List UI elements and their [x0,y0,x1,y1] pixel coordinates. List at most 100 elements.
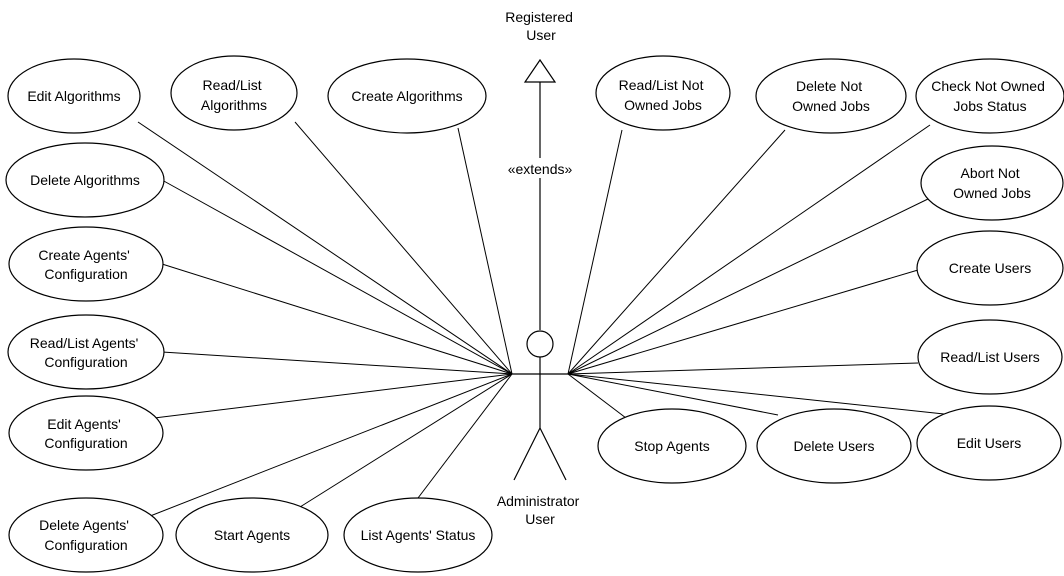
use-case-edit-algorithms: Edit Algorithms [7,58,141,134]
svg-text:Delete Agents' Configura: Delete Agents' Configuration [39,517,133,553]
svg-text:Read/List Algorithms: Read/List Algorithms [201,77,267,113]
administrator-user-line-1: Administrator [497,493,580,509]
association-read-list-not-owned-jobs [567,129,623,375]
use-case-label: Algorithms [201,97,267,113]
use-case-read-list-not-owned-jobs: Read/List Not Owned Jobs [595,55,731,131]
use-case-label: Read/List Not [619,77,704,93]
use-case-create-algorithms: Create Algorithms [327,58,487,134]
use-case-label: Create Algorithms [351,88,462,104]
actor-administrator-user [512,330,568,481]
use-case-read-list-users: Read/List Users [917,319,1063,395]
association-lines [137,121,945,521]
actor-registered-user-label: Registered User [505,9,577,43]
use-case-label: Configuration [44,266,127,282]
association-delete-not-owned-jobs [567,129,786,375]
association-create-algorithms [457,127,513,375]
generalization-arrow [523,58,557,330]
association-read-list-agents-configuration [161,351,513,375]
use-case-label: Delete Users [794,438,875,454]
use-case-delete-not-owned-jobs: Delete Not Owned Jobs [755,58,907,134]
use-case-label: Owned Jobs [792,98,870,114]
svg-text:List Agents' Status: List Agents' Status [361,527,476,543]
use-case-label: Abort Not [960,165,1019,181]
use-case-delete-agents-configuration: Delete Agents' Configuration [8,497,164,573]
use-case-label: Owned Jobs [624,97,702,113]
registered-user-line-2: User [526,27,556,43]
use-case-label: Edit Agents' [47,416,121,432]
use-case-read-list-algorithms: Read/List Algorithms [170,55,298,131]
svg-text:Create Users: Create Users [949,260,1031,276]
association-start-agents [299,373,513,508]
extends-label: «extends» [508,161,573,177]
use-case-create-agents-configuration: Create Agents' Configuration [8,226,164,302]
generalization-triangle-icon [523,58,557,83]
association-stop-agents [567,373,627,419]
use-case-label: Create Agents' [38,247,129,263]
use-case-label: Read/List Users [940,349,1040,365]
association-edit-agents-configuration [137,373,513,421]
actor-left-leg [513,427,541,481]
association-create-users [567,269,919,375]
use-case-edit-users: Edit Users [916,405,1062,481]
svg-text:Edit Users: Edit Users [957,435,1022,451]
svg-text:Create Algorithms: Create Algorithms [351,88,462,104]
use-case-abort-not-owned-jobs: Abort Not Owned Jobs [920,145,1064,221]
svg-text:Stop Agents: Stop Agents [634,438,710,454]
association-read-list-users [567,362,919,375]
registered-user-line-1: Registered [505,9,573,25]
svg-text:Read/List Users: Read/List Users [940,349,1040,365]
use-case-delete-algorithms: Delete Algorithms [5,142,165,218]
use-case-label: Jobs Status [953,98,1026,114]
svg-text:Read/List Agents' Config: Read/List Agents' Configuration [30,335,142,370]
svg-text:Delete Users: Delete Users [794,438,875,454]
use-case-label: Configuration [44,354,127,370]
svg-text:Check Not Owned Jobs Sta: Check Not Owned Jobs Status [931,78,1049,114]
use-case-label: Configuration [44,537,127,553]
use-case-label: Edit Algorithms [27,88,120,104]
svg-text:Read/List Not Owned Jobs: Read/List Not Owned Jobs [619,77,708,113]
svg-text:Delete Not Owned Jobs: Delete Not Owned Jobs [792,78,870,114]
use-case-list-agents-status: List Agents' Status [343,497,493,573]
actor-administrator-user-label: Administrator User [497,493,583,527]
association-create-agents-configuration [161,263,513,375]
use-case-label: Read/List Agents' [30,335,139,351]
association-abort-not-owned-jobs [567,197,931,375]
association-delete-users [567,373,779,416]
svg-text:Delete Algorithms: Delete Algorithms [30,172,140,188]
association-check-not-owned-jobs-status [567,124,931,375]
use-case-stop-agents: Stop Agents [597,408,747,484]
svg-text:Start Agents: Start Agents [214,527,290,543]
actor-head-icon [526,330,554,358]
use-case-label: Configuration [44,435,127,451]
use-case-start-agents: Start Agents [175,497,329,573]
use-case-label: Read/List [202,77,261,93]
use-case-label: Stop Agents [634,438,710,454]
association-list-agents-status [417,373,513,499]
svg-text:Edit Algorithms: Edit Algorithms [27,88,120,104]
use-case-delete-users: Delete Users [756,408,912,484]
use-case-label: List Agents' Status [361,527,476,543]
association-delete-agents-configuration [139,373,513,521]
svg-text:Edit Agents' Configurati: Edit Agents' Configuration [44,416,127,451]
use-case-read-list-agents-configuration: Read/List Agents' Configuration [7,314,165,390]
association-edit-algorithms [137,121,513,375]
association-edit-users [567,373,945,415]
use-case-label: Check Not Owned [931,78,1045,94]
use-case-create-users: Create Users [916,230,1064,306]
use-case-label: Delete Algorithms [30,172,140,188]
svg-text:Create Agents' Configura: Create Agents' Configuration [38,247,133,282]
use-case-label: Start Agents [214,527,290,543]
administrator-user-line-2: User [525,511,555,527]
use-case-edit-agents-configuration: Edit Agents' Configuration [8,395,164,471]
use-case-label: Delete Agents' [39,517,129,533]
use-case-label: Delete Not [796,78,862,94]
svg-text:Abort Not Owned Jobs: Abort Not Owned Jobs [953,165,1031,201]
actor-right-leg [539,427,567,481]
use-case-label: Create Users [949,260,1031,276]
use-case-label: Edit Users [957,435,1022,451]
association-read-list-algorithms [294,121,513,375]
use-case-label: Owned Jobs [953,185,1031,201]
use-case-check-not-owned-jobs-status: Check Not Owned Jobs Status [915,58,1064,134]
extends-label-background [498,158,582,178]
